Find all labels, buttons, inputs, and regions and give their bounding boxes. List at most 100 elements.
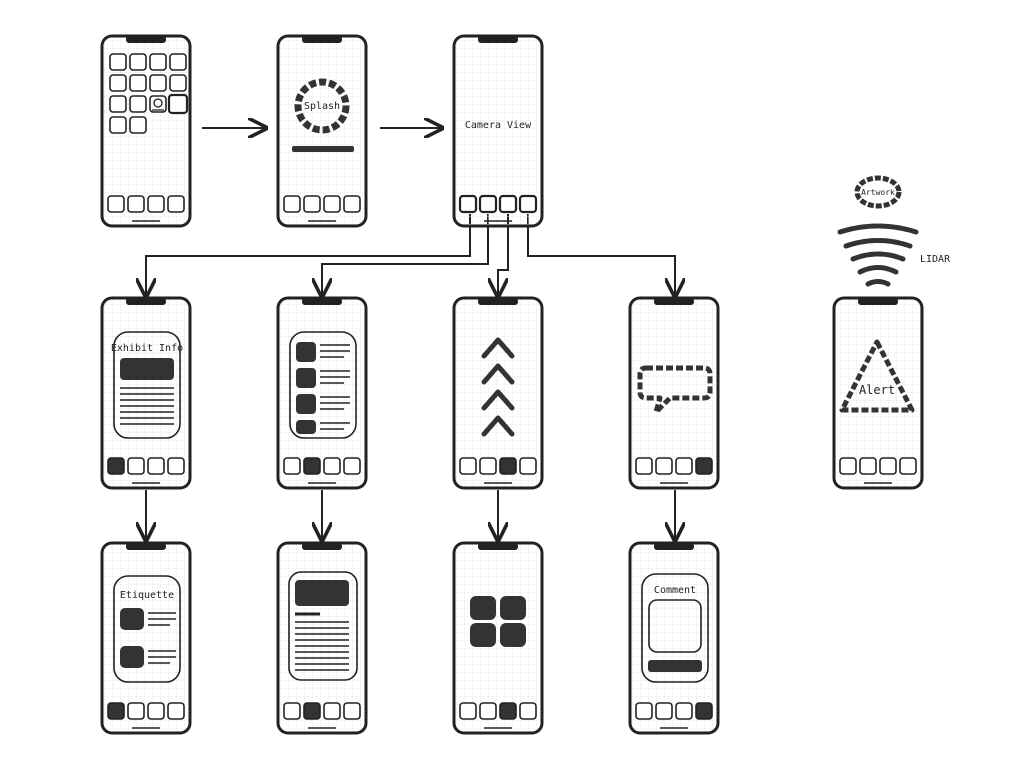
- tab-bar-button-2[interactable]: [127, 195, 145, 213]
- tab-bar-button-4[interactable]: [343, 457, 361, 475]
- tab-bar-button-1[interactable]: [107, 702, 125, 720]
- tab-bar-button-1[interactable]: [283, 702, 301, 720]
- tab-bar-button-3[interactable]: [147, 457, 165, 475]
- etiquette-rule-icons: [120, 608, 144, 668]
- lidar-label: LIDAR: [920, 254, 951, 265]
- camera-view-label: Camera View: [465, 120, 532, 131]
- tab-bar-button-3[interactable]: [499, 457, 517, 475]
- arrow-camera-to-list: [322, 214, 489, 294]
- alert-label: Alert: [859, 383, 895, 397]
- phone-notch: [302, 36, 342, 43]
- tab-bar-button-2[interactable]: [859, 457, 877, 475]
- tab-bar-button-2[interactable]: [478, 194, 498, 214]
- phone-notch: [654, 298, 694, 305]
- tab-bar-button-2[interactable]: [303, 195, 321, 213]
- tab-bar-button-2[interactable]: [655, 702, 673, 720]
- splash-label: Splash: [304, 101, 340, 112]
- etiquette-text-lines: [148, 612, 176, 664]
- artwork-icon: [854, 175, 902, 209]
- detail-card: [288, 571, 358, 681]
- tab-bar-button-2[interactable]: [479, 457, 497, 475]
- artwork-label: Artwork: [861, 188, 895, 197]
- tab-bar-button-2[interactable]: [303, 457, 321, 475]
- tab-bar-button-4[interactable]: [518, 194, 538, 214]
- comment-label: Comment: [654, 585, 696, 596]
- splash-logo-ring: [294, 78, 350, 134]
- tab-bar-button-3[interactable]: [147, 702, 165, 720]
- list-item-text-lines: [320, 344, 350, 430]
- comment-card: [641, 573, 709, 683]
- tab-bar-button-1[interactable]: [459, 457, 477, 475]
- tab-bar-button-4[interactable]: [695, 702, 713, 720]
- phone-notch: [126, 298, 166, 305]
- phone-notch: [478, 36, 518, 43]
- tab-bar-button-3[interactable]: [323, 457, 341, 475]
- comment-phone: [628, 541, 720, 735]
- tab-bar-button-4[interactable]: [519, 702, 537, 720]
- home-app-grid: [109, 53, 189, 134]
- tab-bar-button-2[interactable]: [655, 457, 673, 475]
- tab-bar-button-4[interactable]: [343, 195, 361, 213]
- tab-bar-button-3[interactable]: [675, 457, 693, 475]
- tile-grid: [470, 596, 526, 647]
- tab-bar-button-4[interactable]: [167, 195, 185, 213]
- tab-bar-button-4[interactable]: [695, 457, 713, 475]
- tab-bar-button-4[interactable]: [899, 457, 917, 475]
- detail-image: [295, 580, 349, 606]
- tab-bar-button-1[interactable]: [635, 702, 653, 720]
- tab-bar-button-1[interactable]: [459, 702, 477, 720]
- tab-bar-button-4[interactable]: [167, 702, 185, 720]
- tab-bar-button-3[interactable]: [323, 195, 341, 213]
- phone-notch: [302, 298, 342, 305]
- navigation-chevrons: [481, 337, 515, 437]
- camera-view-phone: [452, 34, 544, 228]
- chat-bubble-icon: [637, 365, 713, 415]
- etiquette-phone: [100, 541, 192, 735]
- tab-bar-button-2[interactable]: [127, 457, 145, 475]
- tab-bar-button-1[interactable]: [458, 194, 478, 214]
- tab-bar-button-1[interactable]: [635, 457, 653, 475]
- list-item-thumbnails: [296, 342, 316, 434]
- tab-bar-button-1[interactable]: [107, 457, 125, 475]
- tab-bar-button-2[interactable]: [479, 702, 497, 720]
- phone-notch: [478, 298, 518, 305]
- exhibit-info-image: [120, 358, 174, 380]
- tab-bar-button-1[interactable]: [283, 457, 301, 475]
- tab-bar-button-3[interactable]: [879, 457, 897, 475]
- tab-bar-button-3[interactable]: [499, 702, 517, 720]
- tab-bar-button-3[interactable]: [675, 702, 693, 720]
- lidar-waves-icon: [837, 223, 919, 287]
- exhibit-info-label: Exhibit Info: [111, 343, 183, 354]
- tab-bar-button-3[interactable]: [147, 195, 165, 213]
- etiquette-card: [113, 575, 181, 683]
- exhibit-info-phone: [100, 296, 192, 490]
- list-card: [289, 331, 357, 439]
- tab-bar-button-2[interactable]: [127, 702, 145, 720]
- tab-bar-button-3[interactable]: [498, 194, 518, 214]
- tab-bar-button-1[interactable]: [283, 195, 301, 213]
- tab-bar-button-1[interactable]: [839, 457, 857, 475]
- phone-notch: [126, 543, 166, 550]
- tile-grid-phone: [452, 541, 544, 735]
- arrow-camera-to-navigation: [498, 214, 509, 294]
- phone-notch: [126, 36, 166, 43]
- exhibit-info-text-lines: [120, 387, 174, 425]
- tab-bar-button-1[interactable]: [107, 195, 125, 213]
- exhibit-info-card: [113, 331, 181, 439]
- chat-phone: [628, 296, 720, 490]
- tab-bar-button-3[interactable]: [323, 702, 341, 720]
- tab-bar-button-4[interactable]: [167, 457, 185, 475]
- tab-bar-button-4[interactable]: [519, 457, 537, 475]
- connectors: [146, 128, 675, 538]
- tab-bar-button-4[interactable]: [343, 702, 361, 720]
- comment-submit-bar: [648, 660, 702, 672]
- arrow-camera-to-exhibit-info: [146, 214, 471, 294]
- splash-screen-phone: [276, 34, 368, 228]
- comment-input-box: [648, 599, 702, 653]
- arrow-camera-to-chat: [527, 214, 675, 294]
- etiquette-label: Etiquette: [120, 590, 174, 601]
- app-launch-icon: [152, 98, 164, 111]
- phone-notch: [858, 298, 898, 305]
- phone-notch: [478, 543, 518, 550]
- tab-bar-button-2[interactable]: [303, 702, 321, 720]
